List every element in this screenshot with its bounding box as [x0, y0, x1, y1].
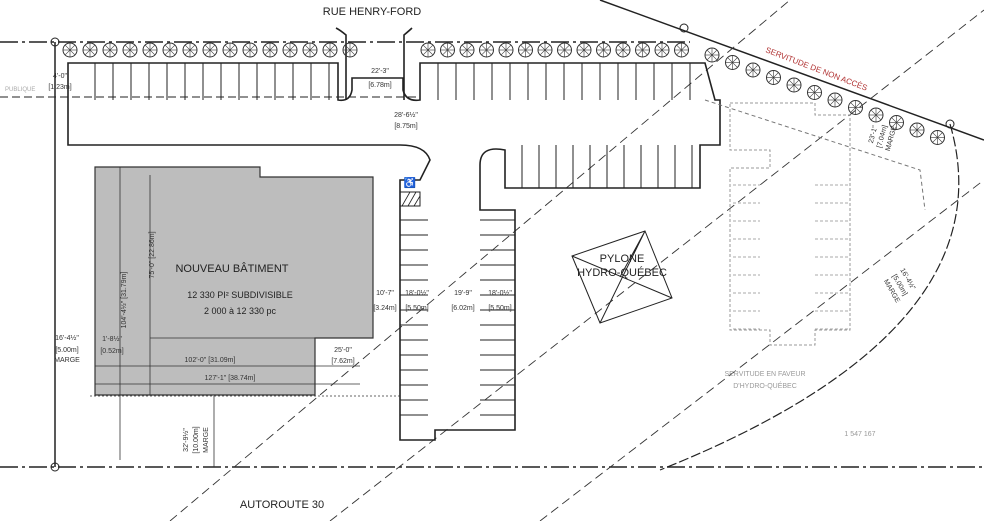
tree-icon [142, 42, 158, 58]
tree-icon [202, 42, 218, 58]
parking-outline [67, 27, 721, 441]
building-dimension-lines [90, 167, 400, 467]
tree-icon [262, 42, 278, 58]
tree-icon [615, 42, 631, 58]
tree-icon [766, 70, 781, 85]
tree-icon [827, 92, 843, 108]
building-title: NOUVEAU BÂTIMENT [175, 262, 288, 275]
tree-icon [242, 42, 258, 58]
dim-row2: 18'-0½" [405, 289, 429, 297]
dim-depth-inner: 75'-0" [22.86m] [149, 231, 156, 278]
dim-aisle-m: [8.75m] [394, 123, 417, 130]
left-label: PUBLIQUE [5, 87, 35, 93]
tree-icon [518, 42, 533, 58]
dim-front-margin-label: MARGE [203, 427, 210, 453]
tree-icon [674, 42, 689, 58]
tree-icon [654, 42, 670, 58]
tree-icon [82, 42, 98, 58]
dim-row2-m: [5.50m] [405, 305, 428, 312]
tree-icon [786, 77, 802, 93]
pylon [571, 230, 673, 324]
tree-icon [342, 42, 358, 58]
dim-row4: 18'-0½" [488, 289, 512, 297]
future-parking [729, 102, 851, 346]
tree-icon [302, 42, 318, 58]
dim-loading: 25'-0" [334, 347, 352, 354]
tree-icon [162, 42, 178, 58]
dim-row3-m: [6.02m] [451, 305, 474, 312]
tree-icon [745, 62, 761, 78]
pylon-label-2: HYDRO-QUÉBEC [577, 266, 667, 279]
dim-front-margin-m: [10.00m] [193, 426, 200, 453]
tree-icon [557, 42, 572, 58]
tree-icon [930, 130, 945, 145]
dim-ne-margin: 23'-1" [868, 125, 880, 145]
tree-icon [282, 42, 298, 58]
tree-icon [537, 42, 553, 58]
tree-icon [182, 42, 198, 58]
parking-stalls [94, 63, 693, 416]
tree-icon [596, 42, 611, 58]
hatch [401, 191, 421, 207]
hydro-easement-lines [169, 0, 984, 521]
dim-row1-m: [3.24m] [373, 305, 396, 312]
tree-icon [576, 42, 592, 58]
easement-boundary [704, 99, 926, 211]
dim-loading-m: [7.62m] [331, 358, 354, 365]
dim-top-left-m: [1.23m] [48, 84, 71, 91]
dim-left-margin: 16'-4½" [55, 334, 79, 342]
future-parking-stalls [733, 184, 848, 330]
dim-left-margin-m: [5.00m] [55, 347, 78, 354]
dim-row3: 19'-9" [454, 290, 472, 297]
tree-icon [909, 122, 925, 138]
dim-offset: 1'-8½" [102, 335, 122, 343]
tree-row [62, 42, 945, 145]
dim-left-margin-label: MARGE [54, 357, 80, 364]
tree-icon [807, 85, 822, 100]
tree-icon [868, 107, 884, 123]
dim-row1: 10'-7" [376, 290, 394, 297]
tree-icon [420, 42, 436, 58]
tree-icon [322, 42, 338, 58]
dim-entrance-m: [6.78m] [368, 82, 391, 89]
street-north-label: RUE HENRY-FORD [323, 6, 421, 18]
dim-width-inner: 102'-0" [31.09m] [185, 357, 236, 364]
tree-icon [122, 42, 138, 58]
dim-width-total: 127'-1" [38.74m] [205, 375, 256, 382]
dim-row4-m: [5.50m] [488, 305, 511, 312]
tree-icon [102, 42, 118, 58]
building-area: 12 330 PI² SUBDIVISIBLE [187, 290, 293, 300]
accessible-icon: ♿ [404, 176, 416, 189]
hydro-easement-label-2: D'HYDRO-QUÉBEC [733, 381, 797, 390]
tree-icon [440, 42, 455, 58]
lot-number: 1 547 167 [844, 431, 875, 438]
tree-icon [848, 100, 863, 115]
pylon-label-1: PYLONE [600, 253, 645, 265]
tree-icon [635, 42, 650, 58]
dim-depth-total: 104'-4½" [31.79m] [120, 272, 128, 329]
dim-aisle: 28'-6½" [394, 111, 418, 119]
hydro-easement-label-1: SERVITUDE EN FAVEUR [724, 371, 805, 378]
building-range: 2 000 à 12 330 pc [204, 306, 277, 316]
dim-front-margin: 32'-9½" [182, 428, 190, 452]
tree-icon [498, 42, 514, 58]
tree-icon [62, 42, 78, 58]
tree-icon [222, 42, 238, 58]
tree-icon [725, 55, 740, 70]
street-south-label: AUTOROUTE 30 [240, 499, 324, 511]
tree-icon [704, 47, 720, 63]
tree-icon [479, 42, 494, 58]
dim-top-left: 4'-0" [53, 73, 67, 80]
tree-icon [459, 42, 475, 58]
dim-entrance: 22'-3" [371, 68, 389, 75]
property-lines [0, 0, 984, 472]
dim-offset-m: [0.52m] [100, 348, 123, 355]
tree-icon [889, 115, 904, 130]
